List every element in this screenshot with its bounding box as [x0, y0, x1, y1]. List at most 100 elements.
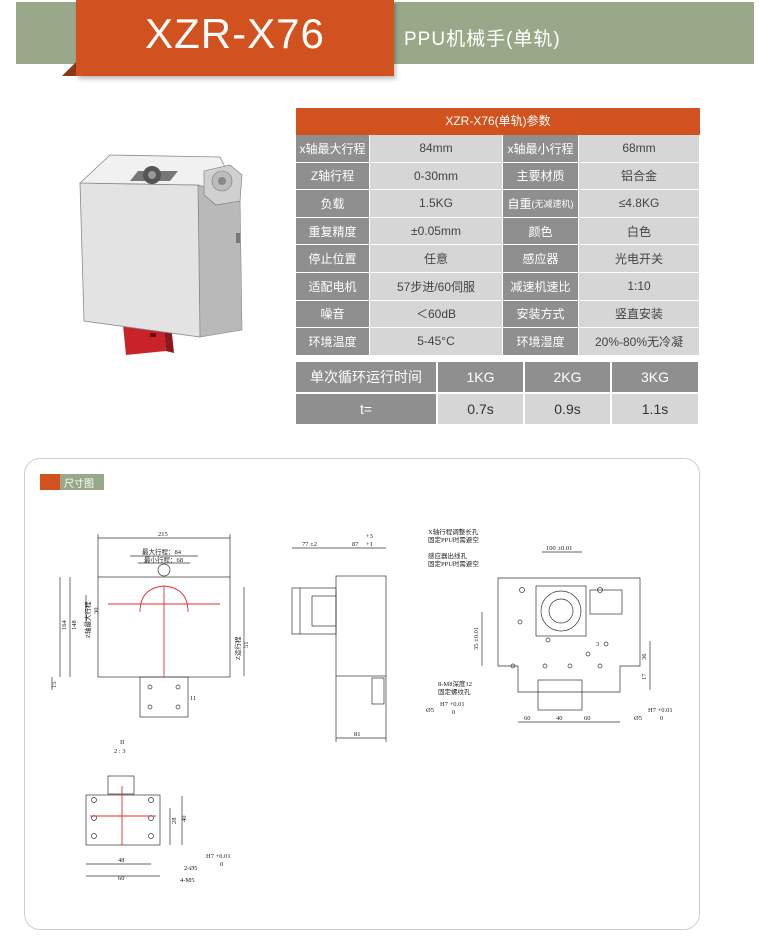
spec-value: 竖直安装	[579, 300, 700, 329]
spec-value: 光电开关	[579, 245, 700, 273]
spec-value: 铝合金	[579, 162, 700, 191]
dim-side-b-tol-dn: +1	[366, 541, 373, 548]
dim-back-top: 100 ±0.01	[546, 545, 572, 552]
tol-detail-h7: H7 +0.01	[206, 853, 231, 860]
spec-label: x轴最大行程	[296, 135, 370, 163]
cycle-header-row: 单次循环运行时间 1KG 2KG 3KG	[296, 362, 700, 394]
cycle-header-label: 单次循环运行时间	[296, 362, 438, 394]
spec-label-text: 颜色	[528, 224, 553, 239]
spec-label: 自重(无减速机)	[503, 190, 579, 218]
spec-label-text: 自重	[507, 196, 532, 211]
dim-detail-28: 28	[171, 818, 178, 825]
cycle-row-label: t=	[296, 394, 438, 426]
spec-value: 0-30mm	[370, 162, 503, 191]
spec-label: 感应器	[503, 245, 579, 273]
header-ribbon-fold	[62, 62, 76, 76]
dim-back-v1: 35 ±0.01	[473, 627, 480, 650]
cycle-time-table: 单次循环运行时间 1KG 2KG 3KG t= 0.7s 0.9s 1.1s	[296, 362, 700, 426]
dim-back-d3: 3	[596, 641, 599, 648]
dim-max-stroke: 最大行程：84	[142, 547, 182, 556]
spec-label: 安装方式	[503, 300, 579, 329]
dim-phi-right: Ø5	[634, 715, 642, 722]
spec-value: 白色	[579, 217, 700, 246]
spec-label: 环境湿度	[503, 328, 579, 356]
spec-value: ＜60dB	[370, 300, 503, 329]
dim-back-b40: 40	[556, 715, 563, 722]
tol-h7-right-zero: 0	[660, 715, 663, 722]
dim-back-v3: 17	[641, 673, 648, 680]
detail-scale: 2 : 3	[114, 748, 126, 755]
detail-view	[85, 775, 183, 877]
spec-label-text: 安装方式	[516, 307, 565, 322]
spec-value: 1.5KG	[370, 190, 503, 218]
model-title: XZR-X76	[145, 10, 325, 57]
spec-label: 环境温度	[296, 328, 370, 356]
dimension-tag-label: 尺寸图	[64, 479, 94, 490]
dimension-tag-marker	[40, 474, 60, 490]
note-x-slot: X轴行程调整长孔	[428, 527, 479, 536]
dim-front-flange: 11	[190, 695, 196, 702]
dim-front-height-total: 164	[61, 620, 68, 631]
spec-label: 颜色	[503, 217, 579, 246]
note-sensor-hole-sub: 固定PPU时需避空	[428, 559, 479, 568]
spec-label-text: 主要材质	[516, 169, 565, 184]
front-view-flange	[139, 676, 189, 718]
tol-detail-h7-zero: 0	[220, 861, 223, 868]
tol-h7-left: H7 +0.01	[440, 701, 465, 708]
side-view	[291, 547, 387, 742]
dim-back-b60a: 60	[524, 715, 531, 722]
spec-row: 停止位置任意感应器光电开关	[296, 245, 700, 273]
dim-side-b: 87	[352, 541, 359, 548]
dim-z-stroke-label: Z轴最大行程	[83, 601, 92, 638]
dim-front-height-body: 148	[71, 620, 78, 630]
spec-label: 减速机速比	[503, 272, 579, 301]
dimension-panel	[24, 458, 700, 930]
spec-value: ±0.05mm	[370, 217, 503, 246]
dim-detail-40: 40	[181, 816, 188, 823]
dim-z-run-label: Z运行程	[233, 636, 242, 660]
spec-value: 84mm	[370, 135, 503, 163]
spec-label-text: x轴最小行程	[507, 141, 574, 156]
spec-label: 重复精度	[296, 217, 370, 246]
tol-h7-left-zero: 0	[452, 709, 455, 716]
dim-z-run-value: 51	[243, 642, 250, 649]
dim-detail-48: 48	[118, 857, 125, 864]
spec-label-text: 感应器	[522, 252, 559, 267]
spec-label-text: 环境湿度	[516, 334, 565, 349]
spec-label: 主要材质	[503, 162, 579, 191]
dim-phi-left: Ø5	[426, 707, 434, 714]
dim-z-stroke-value: 30	[93, 608, 100, 615]
spec-value: 1:10	[579, 272, 700, 301]
dim-detail-holes: 2-Ø5	[184, 865, 197, 872]
spec-value: 57步进/60伺服	[370, 272, 503, 301]
spec-value: 5-45°C	[370, 328, 503, 356]
dim-detail-60: 60	[118, 875, 125, 882]
spec-label: x轴最小行程	[503, 135, 579, 163]
dim-front-bottom: 15	[51, 682, 58, 689]
cycle-load: 1KG	[438, 362, 525, 394]
model-banner: XZR-X76	[76, 0, 394, 76]
note-x-slot-sub: 固定PPU时需避空	[428, 535, 479, 544]
spec-label: 负载	[296, 190, 370, 218]
product-subtitle: PPU机械手(单轨)	[404, 29, 561, 50]
cycle-value-row: t= 0.7s 0.9s 1.1s	[296, 394, 700, 426]
spec-table-title: XZR-X76(单轨)参数	[296, 108, 700, 135]
spec-row: 重复精度±0.05mm 颜色 白色	[296, 217, 700, 246]
cycle-time: 1.1s	[612, 394, 700, 426]
spec-label: 适配电机	[296, 272, 370, 301]
tol-h7-right: H7 +0.01	[648, 707, 673, 714]
cycle-load: 3KG	[612, 362, 700, 394]
note-sensor-hole: 感应器出线孔	[428, 551, 468, 560]
spec-label-text: 减速机速比	[510, 279, 571, 294]
dim-detail-threads: 4-M5	[180, 877, 194, 884]
dim-front-width: 215	[158, 531, 168, 538]
back-view	[481, 551, 651, 723]
cycle-time: 0.9s	[525, 394, 612, 426]
dim-side-b-tol-up: +3	[366, 533, 373, 540]
spec-label: 停止位置	[296, 245, 370, 273]
